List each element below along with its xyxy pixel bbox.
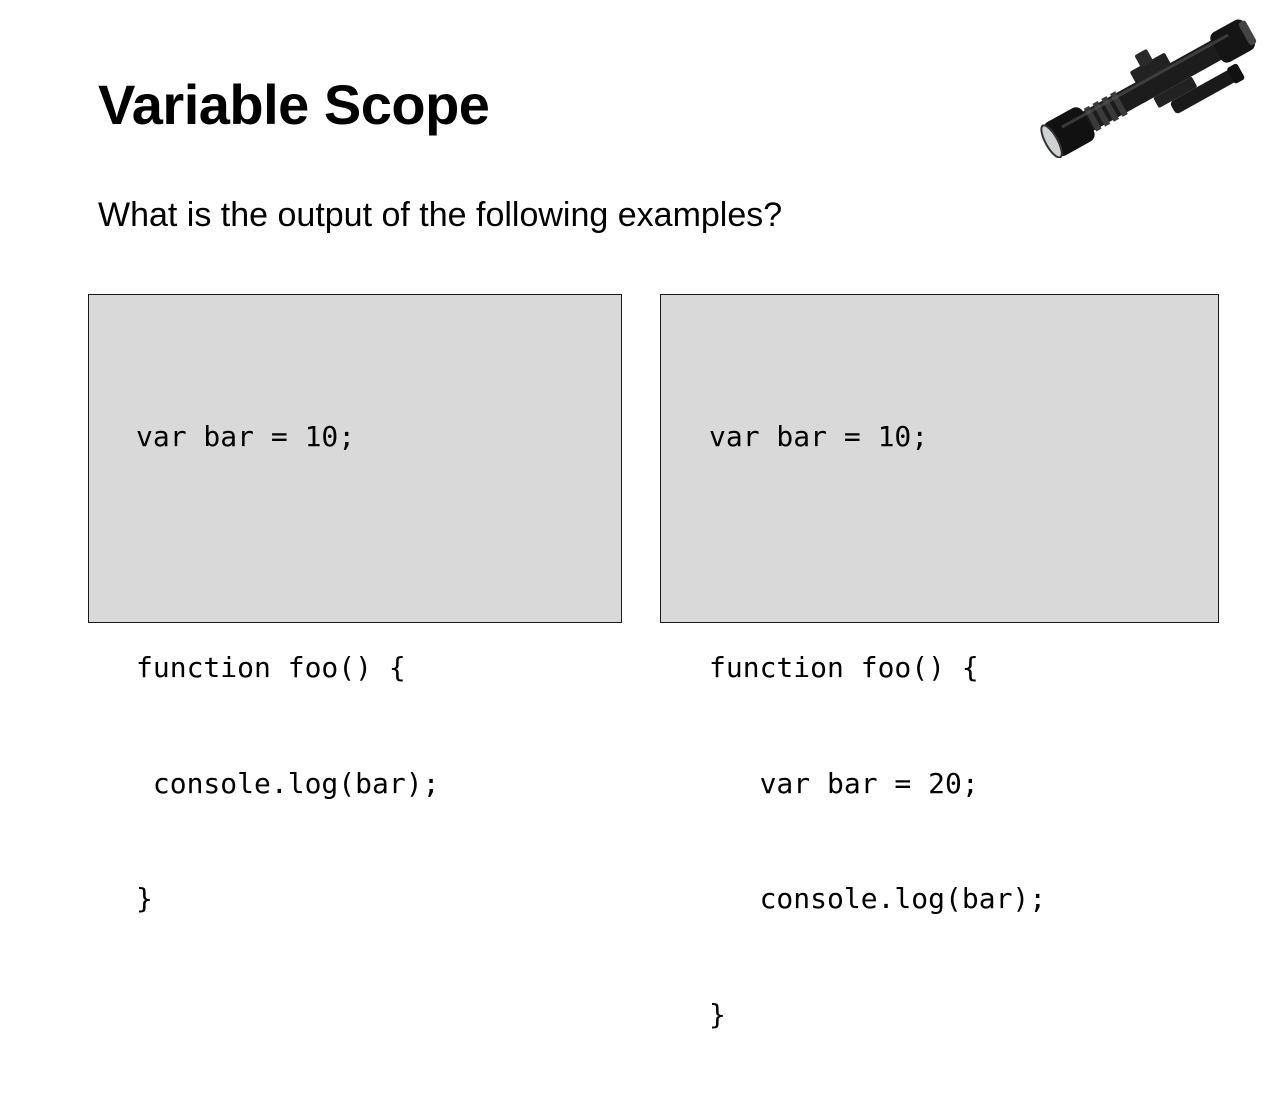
code-block-2: var bar = 10; function foo() { var bar =… [709,341,1046,1111]
code-example-2: var bar = 10; function foo() { var bar =… [660,294,1219,1031]
code-line: console.log(bar); [136,766,440,800]
code-line: console.log(bar); [709,882,1047,915]
code-line [136,534,439,573]
code-line: var bar = 20; [709,766,979,800]
slide: Variable Scope What is the output of the… [88,19,1257,1031]
code-line: function foo() { [709,651,979,684]
code-line: var bar = 10; [136,420,356,453]
slide-subtitle: What is the output of the following exam… [98,196,783,234]
code-block-1: var bar = 10; function foo() { console.l… [136,341,439,996]
rifle-scope-image [1040,19,1257,158]
code-line: } [136,882,153,915]
code-example-1: var bar = 10; function foo() { console.l… [88,294,622,915]
code-line: } [709,997,726,1031]
code-line: function foo() { [136,651,406,684]
code-line [709,534,1046,573]
code-line: var bar = 10; [709,420,929,453]
slide-title: Variable Scope [98,73,490,136]
